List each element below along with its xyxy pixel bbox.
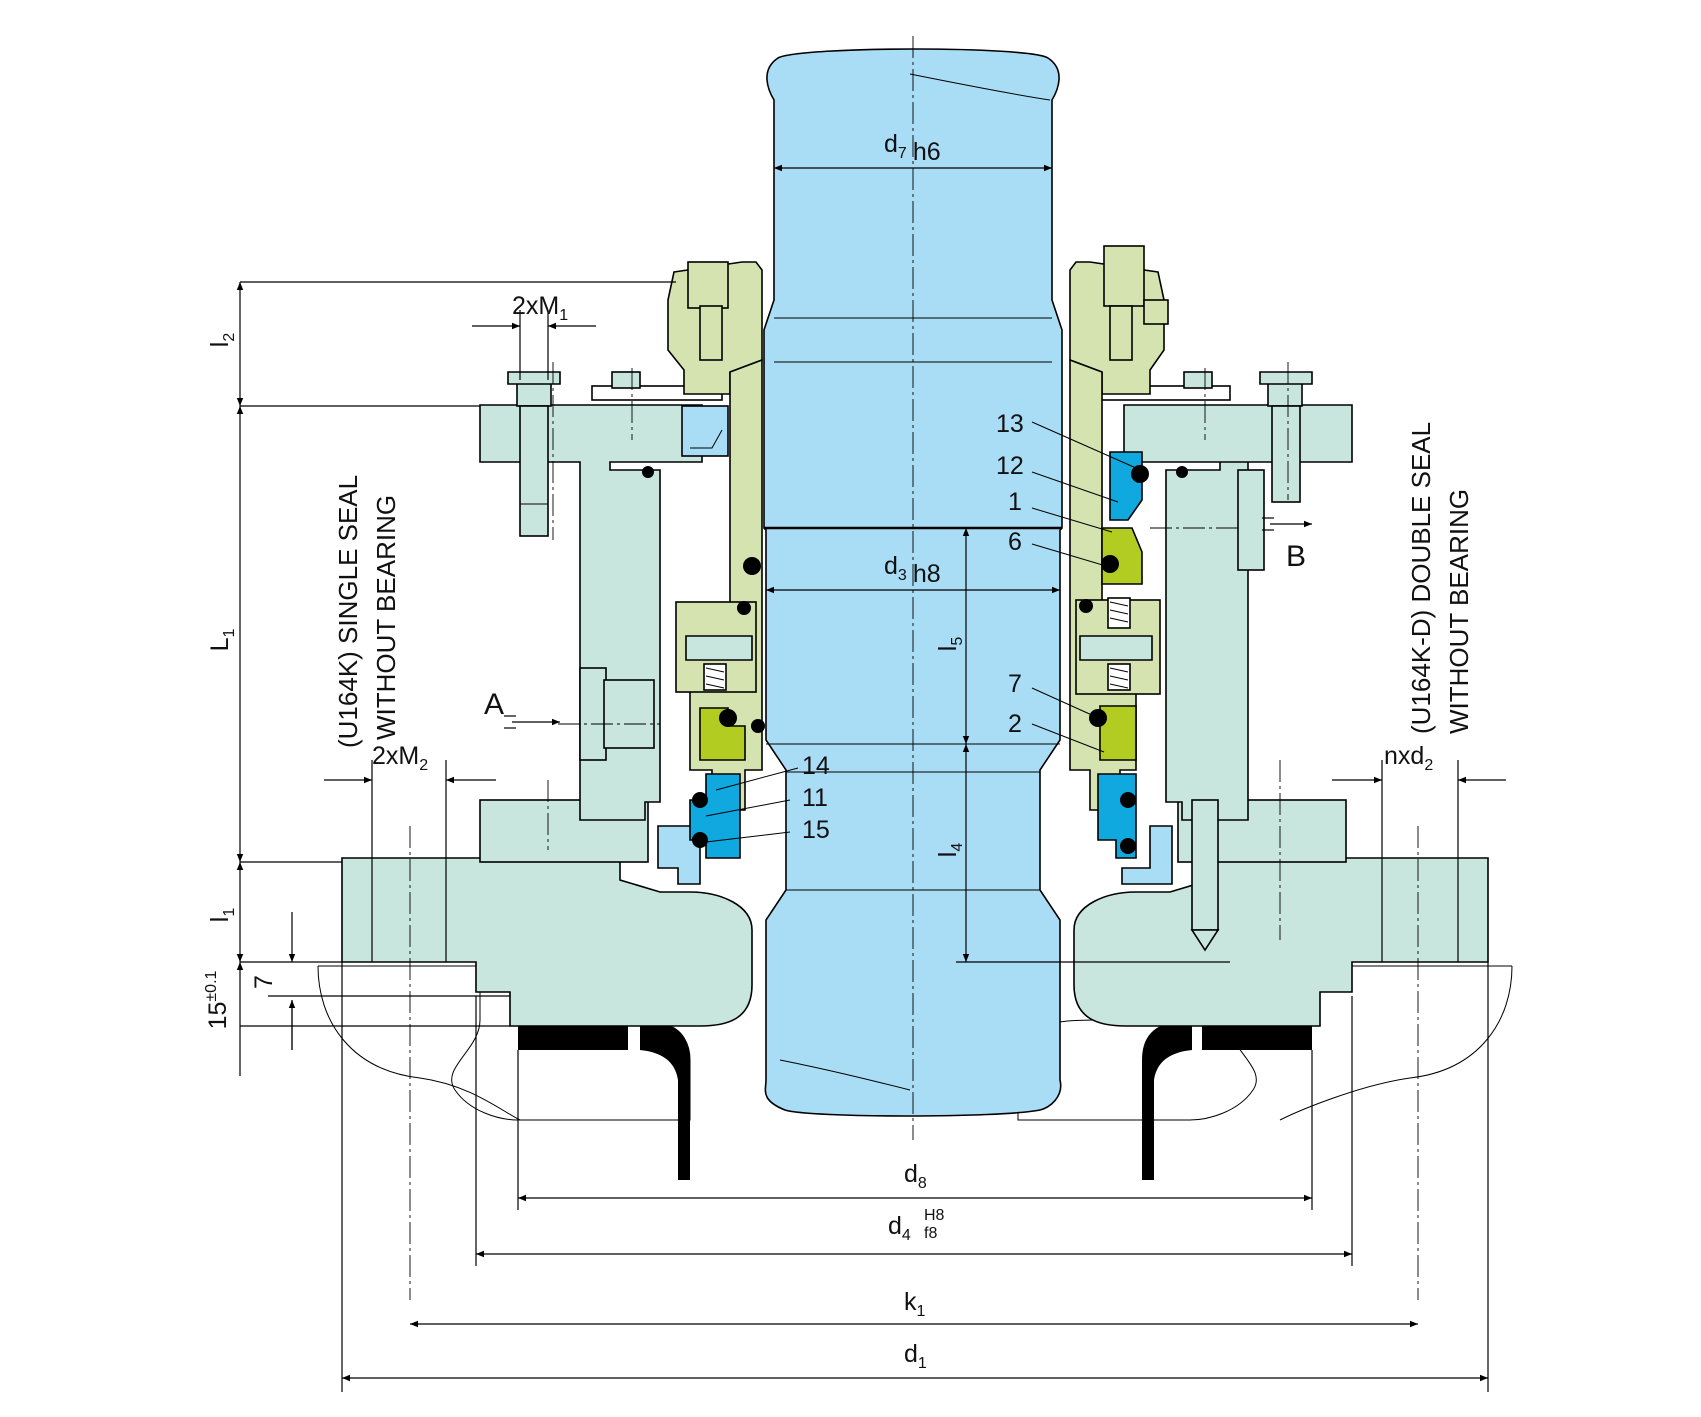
L1-label: L1 (206, 629, 238, 652)
l4-label: l4 (934, 843, 966, 858)
d4-tol-upper: H8 (924, 1207, 945, 1224)
d1-label: d1 (904, 1340, 927, 1372)
part-7: 7 (1008, 670, 1022, 698)
part-6: 6 (1008, 528, 1022, 556)
right-variant-line2: WITHOUT BEARING (1444, 489, 1474, 734)
part-2: 2 (1008, 710, 1022, 738)
d4-tol-lower: f8 (924, 1225, 937, 1242)
m2-label: 2xM2 (372, 742, 428, 774)
k1-label: k1 (904, 1288, 926, 1320)
center-lines (409, 36, 1419, 1300)
part-number-labels: 13 12 1 6 7 2 14 11 15 (802, 410, 1024, 844)
l1-label: l1 (206, 908, 238, 923)
sleeve-assembly (667, 245, 1169, 859)
left-variant-line1: (U164K) SINGLE SEAL (333, 475, 363, 748)
d8-label: d8 (904, 1160, 927, 1192)
part-12: 12 (996, 452, 1024, 480)
dimension-lines (236, 164, 1506, 1392)
right-housing (1073, 371, 1489, 1027)
port-labels: A B (484, 540, 1306, 721)
port-a-label: A (484, 688, 504, 721)
l5-label: l5 (934, 637, 966, 652)
l2-label: l2 (206, 333, 238, 348)
part-15: 15 (802, 816, 830, 844)
left-variant-line2: WITHOUT BEARING (371, 495, 401, 740)
left-housing (341, 371, 753, 1027)
vessel-flange (317, 965, 1513, 1180)
right-variant-line1: (U164K-D) DOUBLE SEAL (1406, 422, 1436, 734)
seven-label: 7 (250, 975, 278, 989)
d4-label: d4 (888, 1212, 911, 1244)
m1-label: 2xM1 (512, 292, 568, 324)
part-14: 14 (802, 752, 830, 780)
port-b-label: B (1286, 540, 1306, 573)
nd2-label: nxd2 (1384, 742, 1433, 774)
part-11: 11 (802, 784, 828, 812)
fifteen-label: 15±0.1 (203, 970, 232, 1029)
part-1: 1 (1008, 488, 1022, 516)
variant-labels: (U164K) SINGLE SEAL WITHOUT BEARING (U16… (333, 422, 1474, 748)
part-13: 13 (996, 410, 1024, 438)
o-rings (642, 465, 1188, 854)
